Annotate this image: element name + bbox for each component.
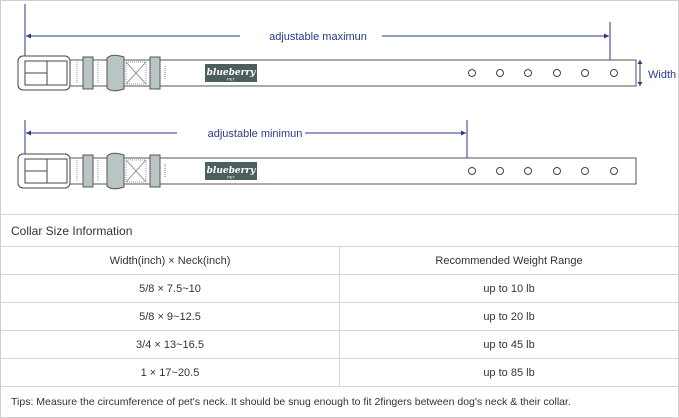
max-label: adjustable maximun (269, 31, 367, 43)
header-width-neck: Width(inch) × Neck(inch) (1, 246, 340, 275)
size-cell: 5/8 × 9~12.5 (1, 302, 340, 331)
header-weight: Recommended Weight Range (339, 246, 678, 275)
weight-cell: up to 85 lb (339, 358, 678, 387)
table-header-row: Width(inch) × Neck(inch) Recommended Wei… (1, 246, 678, 275)
weight-cell: up to 45 lb (339, 330, 678, 359)
size-cell: 3/4 × 13~16.5 (1, 330, 340, 359)
size-cell: 1 × 17~20.5 (1, 358, 340, 387)
collar-diagram: blueberry PET adjustable maximun Width a… (17, 4, 676, 190)
weight-cell: up to 10 lb (339, 274, 678, 303)
collar-min (17, 152, 637, 190)
size-cell: 5/8 × 7.5~10 (1, 274, 340, 303)
min-label: adjustable minimun (208, 128, 303, 140)
tips-text: Tips: Measure the circumference of pet's… (1, 386, 678, 417)
collar-max (17, 54, 637, 92)
table-title: Collar Size Information (1, 214, 678, 247)
width-label: Width (648, 69, 676, 81)
weight-cell: up to 20 lb (339, 302, 678, 331)
collar-size-table: Collar Size Information Width(inch) × Ne… (1, 214, 678, 417)
